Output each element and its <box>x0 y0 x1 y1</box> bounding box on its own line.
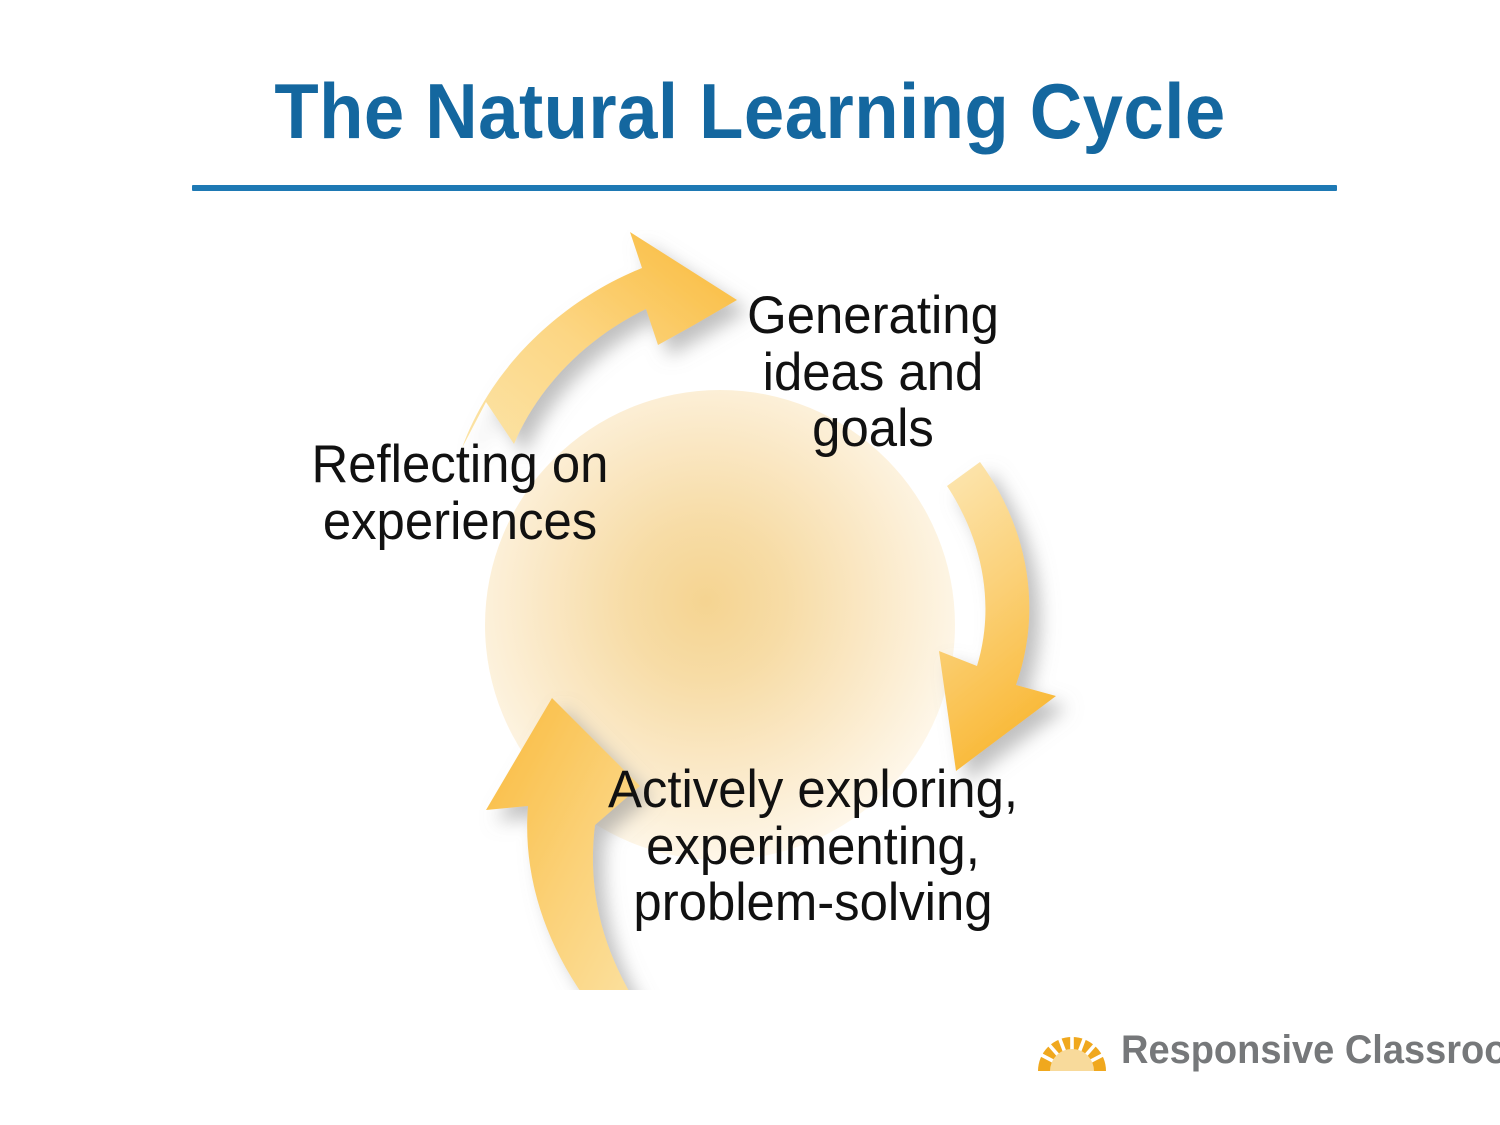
brand-name: Responsive Classroom® <box>1121 1028 1500 1072</box>
brand-logo: Responsive Classroom® <box>1036 1028 1500 1073</box>
cycle-arrows <box>462 232 1056 990</box>
cycle-label-actively: Actively exploring, experimenting, probl… <box>607 760 1019 933</box>
arrow-reflecting-to-generating <box>462 232 737 448</box>
cycle-label-reflecting: Reflecting on experiences <box>311 435 609 551</box>
arrow-actively-to-reflecting <box>486 698 640 990</box>
arrow-generating-to-actively <box>939 462 1056 771</box>
page-title: The Natural Learning Cycle <box>274 67 1226 155</box>
cycle-label-generating: Generating ideas and goals <box>747 286 999 459</box>
title-divider <box>192 185 1337 191</box>
title-block: The Natural Learning Cycle <box>0 72 1500 150</box>
sunrise-icon <box>1038 1032 1106 1072</box>
